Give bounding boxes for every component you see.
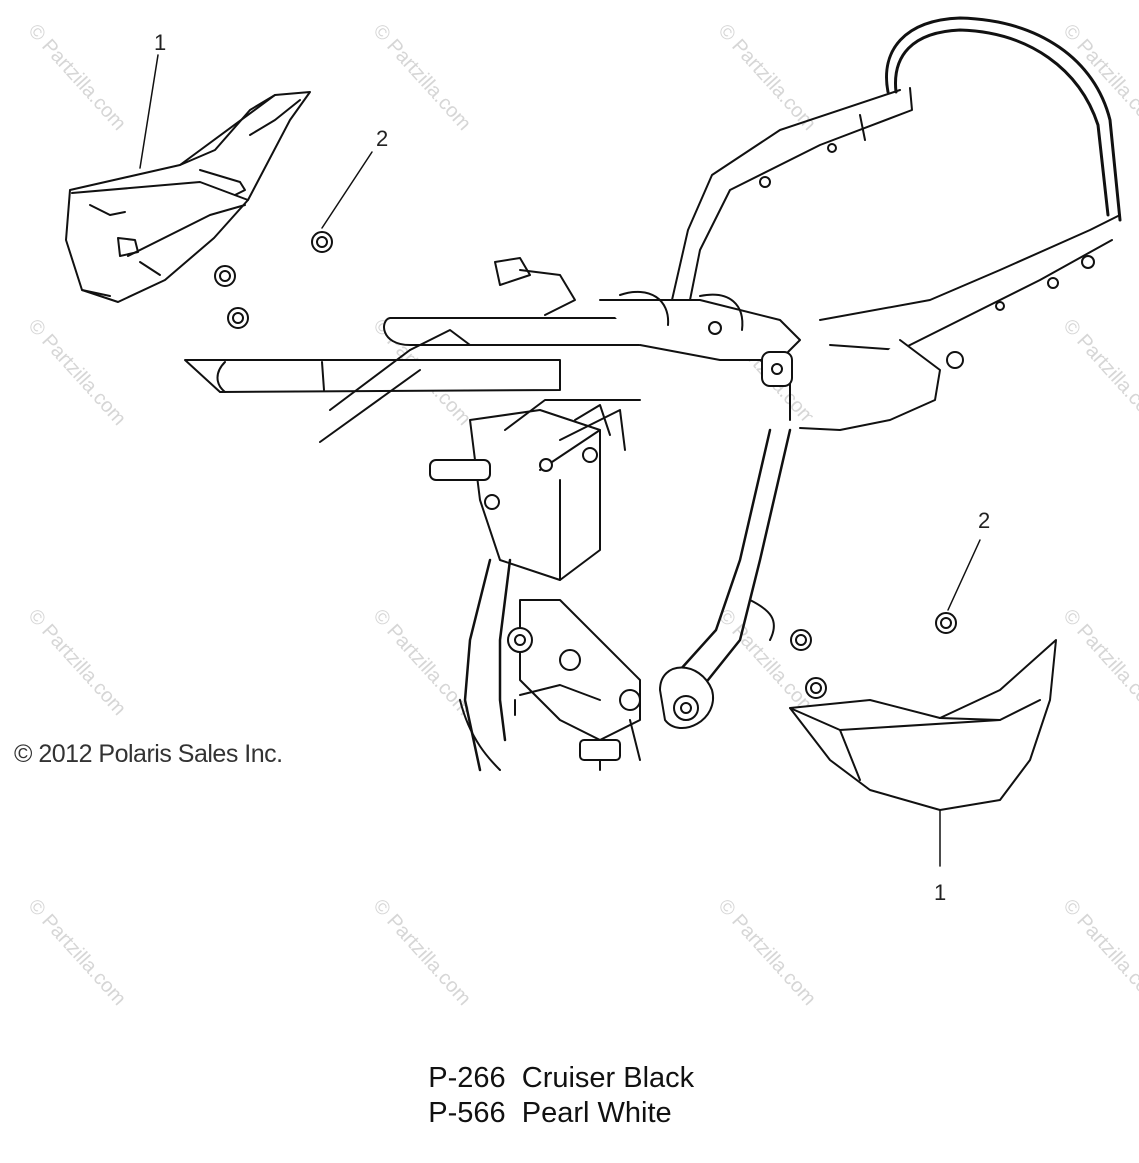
frame-assembly (184, 16, 1122, 772)
callout-part-1: 1 (934, 880, 947, 905)
grommet (805, 677, 827, 699)
callout-part-2: 2 (376, 126, 389, 151)
color-code: P-566 (428, 1097, 506, 1129)
side-cover-bottom-right (789, 639, 1057, 811)
color-name: Cruiser Black (521, 1062, 695, 1094)
color-name: Pearl White (521, 1097, 672, 1129)
side-cover-top-left (65, 91, 311, 303)
grommet (214, 265, 236, 287)
callout-part-2: 2 (978, 508, 991, 533)
callout-part-1: 1 (154, 30, 167, 55)
frame-line-drawing (65, 16, 1122, 867)
copyright-notice: © 2012 Polaris Sales Inc. (14, 740, 283, 768)
grommet (311, 231, 333, 253)
grommet (227, 307, 249, 329)
parts-diagram: © Partzilla.com © Partzilla.com © Partzi… (14, 16, 1139, 1129)
color-code-line: P-266 Cruiser Black (396, 1029, 694, 1128)
color-code: P-266 (428, 1062, 506, 1094)
grommet (935, 612, 957, 634)
color-code-line: P-566 Pearl White (396, 1064, 672, 1163)
grommet (790, 629, 812, 651)
